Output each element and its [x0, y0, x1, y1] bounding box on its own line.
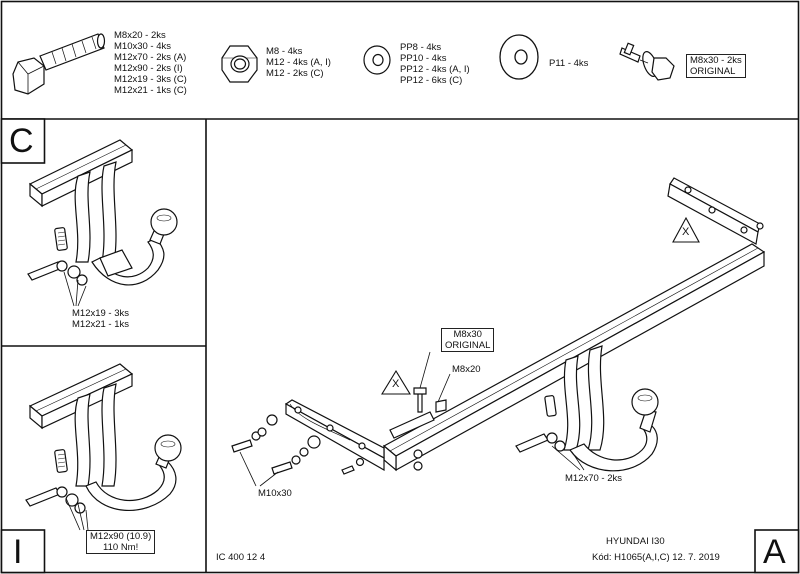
- bolt-spec-line: M8x20 - 2ks: [114, 30, 166, 41]
- callout-m8x30-original-line: M8x30: [453, 329, 482, 340]
- document-number: IC 400 12 4: [216, 552, 266, 563]
- bolt-spec-line: M12x70 - 2ks (A): [114, 52, 187, 63]
- bolt-spec-list: M8x20 - 2ks M10x30 - 4ks M12x70 - 2ks (A…: [114, 30, 187, 96]
- panel-i-letter: I: [13, 533, 23, 571]
- callout-m10x30: M10x30: [258, 488, 292, 499]
- large-washer-spec-line: P11 - 4ks: [549, 58, 589, 69]
- marker-x-triangle-icon: [381, 369, 411, 395]
- panel-c-bolt-label-line: M12x21 - 1ks: [72, 319, 130, 330]
- washer-spec-line: PP8 - 4ks: [400, 42, 442, 53]
- hex-bolt-icon: [12, 33, 106, 95]
- washer-spec-list: PP8 - 4ks PP10 - 4ks PP12 - 4ks (A, I) P…: [400, 42, 470, 86]
- marker-x-triangle-icon: [672, 216, 700, 243]
- bolt-spec-line: M12x90 - 2ks (I): [114, 63, 183, 74]
- marker-x-label: X: [682, 226, 690, 238]
- panel-c-bolt-label: M12x19 - 3ks M12x21 - 1ks: [72, 308, 129, 330]
- flange-bolt-spec-line: ORIGINAL: [690, 66, 736, 77]
- nut-spec-line: M8 - 4ks: [266, 46, 303, 57]
- callout-m12x70: M12x70 - 2ks: [565, 473, 623, 484]
- panel-c-bolt-label-line: M12x19 - 3ks: [72, 308, 130, 319]
- hex-nut-icon: [221, 45, 258, 83]
- panel-i-torque-label-line: M12x90 (10.9): [90, 531, 152, 542]
- nut-spec-line: M12 - 4ks (A, I): [266, 57, 331, 68]
- panel-i-towbar-illustration: [25, 363, 182, 514]
- product-code-date: Kód: H1065(A,I,C) 12. 7. 2019: [592, 552, 720, 563]
- panel-a-letter: A: [763, 533, 786, 571]
- vehicle-model: HYUNDAI I30: [606, 536, 665, 547]
- panel-c-letter: C: [9, 122, 34, 160]
- leader-lines: [63, 271, 585, 531]
- callout-m8x30-original: M8x30 ORIGINAL: [441, 328, 495, 352]
- callout-m8x20: M8x20: [452, 364, 481, 375]
- washer-spec-line: PP12 - 6ks (C): [400, 75, 463, 86]
- flange-bolt-icon: [619, 42, 675, 81]
- nut-spec-line: M12 - 2ks (C): [266, 68, 324, 79]
- bolt-spec-line: M10x30 - 4ks: [114, 41, 172, 52]
- panel-i-torque-label: M12x90 (10.9) 110 Nm!: [86, 530, 156, 554]
- callout-m8x30-original-line: ORIGINAL: [445, 340, 491, 351]
- flange-bolt-spec-line: M8x30 - 2ks: [690, 55, 742, 66]
- nut-spec-list: M8 - 4ks M12 - 4ks (A, I) M12 - 2ks (C): [266, 46, 331, 79]
- panel-i-torque-label-line: 110 Nm!: [103, 542, 139, 553]
- panel-a-letter-box: [754, 529, 800, 574]
- panel-i-letter-box: [0, 529, 46, 574]
- large-washer-spec: P11 - 4ks: [549, 58, 588, 69]
- flange-bolt-spec: M8x30 - 2ks ORIGINAL: [686, 54, 746, 78]
- panel-a-towbar-assembly: [231, 177, 766, 475]
- flat-washer-icon: [363, 45, 391, 75]
- marker-x-label: X: [392, 378, 400, 390]
- bolt-spec-line: M12x21 - 1ks (C): [114, 85, 187, 96]
- bolt-spec-line: M12x19 - 3ks (C): [114, 74, 187, 85]
- panel-c-letter-box: [0, 118, 46, 164]
- washer-spec-line: PP10 - 4ks: [400, 53, 447, 64]
- panel-c-towbar-illustration: [27, 139, 178, 286]
- large-washer-icon: [499, 34, 539, 80]
- washer-spec-line: PP12 - 4ks (A, I): [400, 64, 470, 75]
